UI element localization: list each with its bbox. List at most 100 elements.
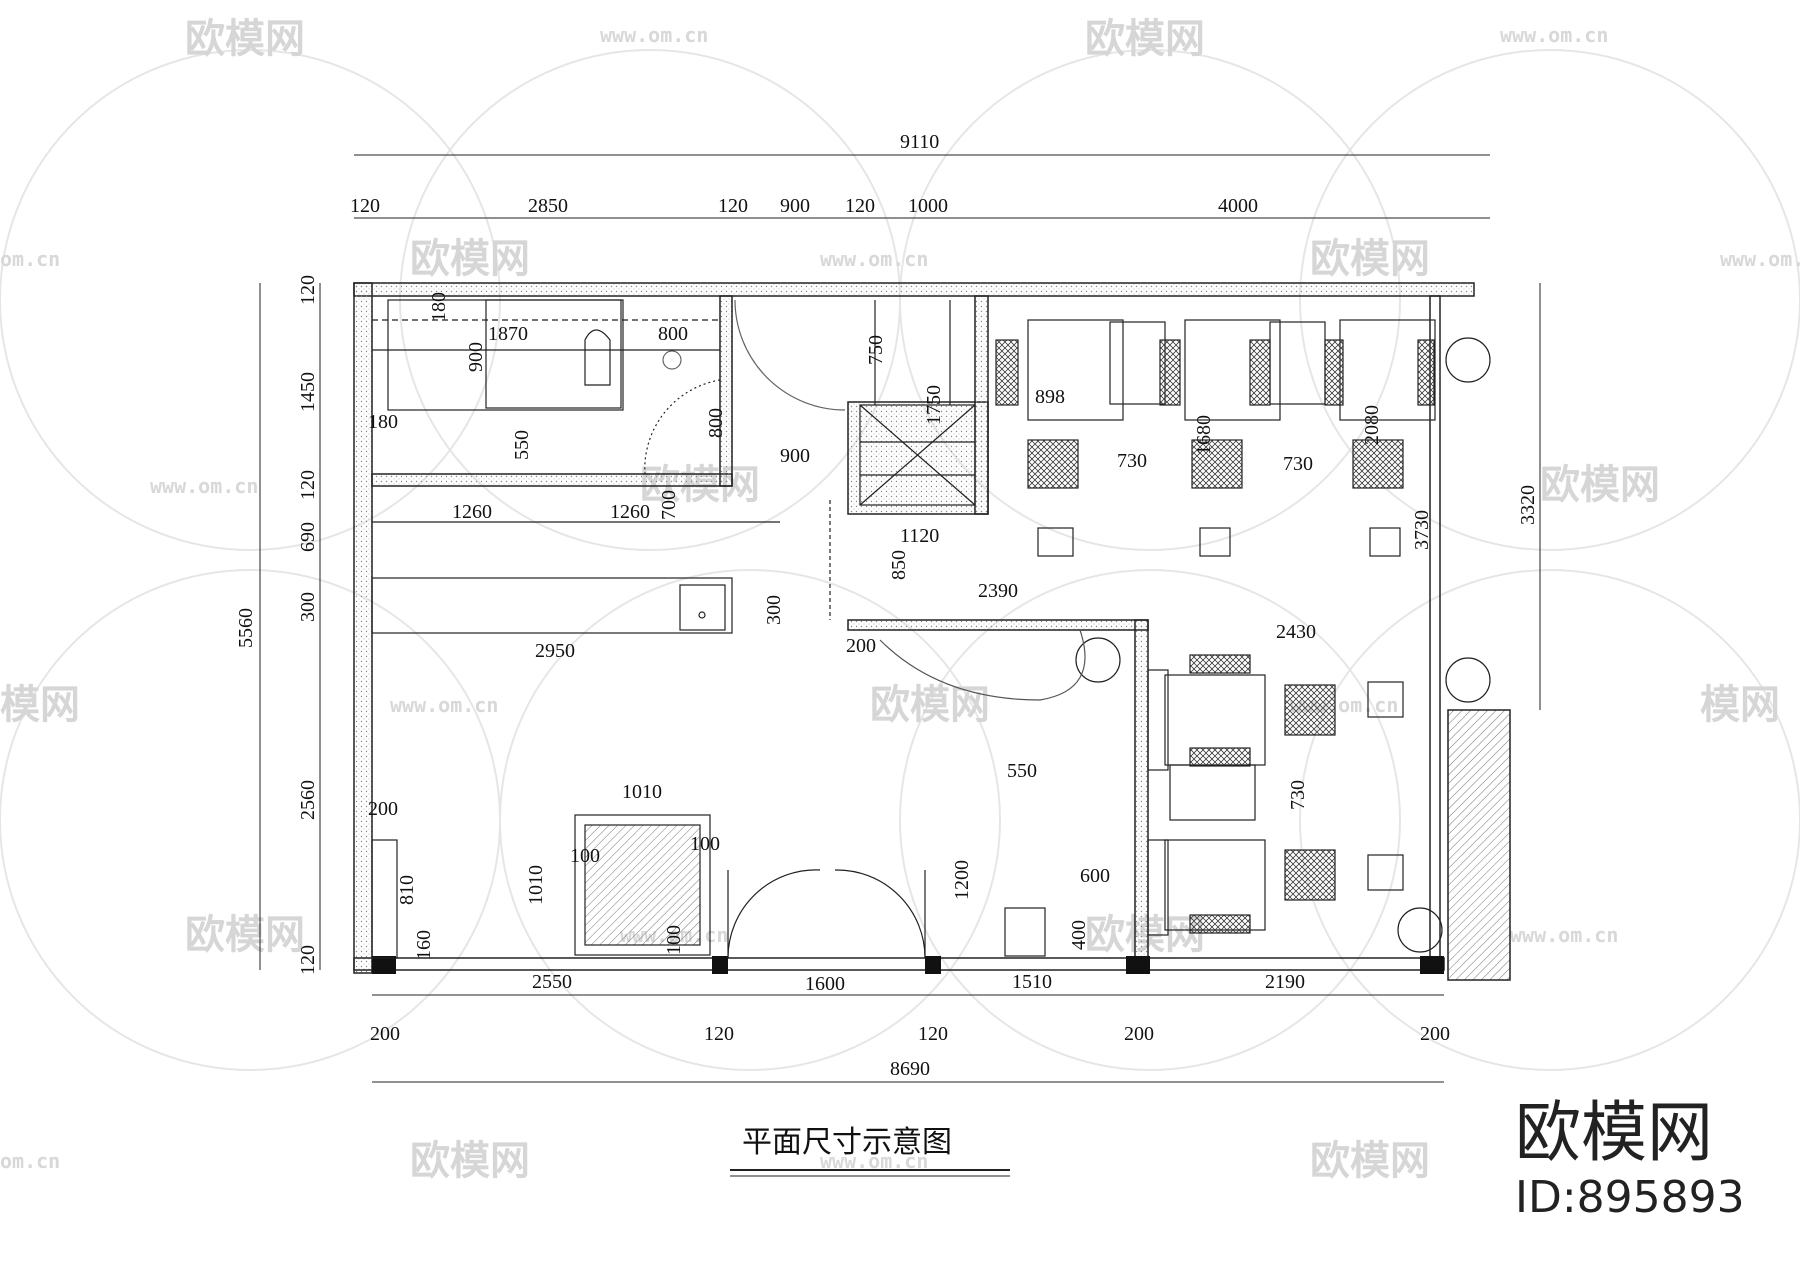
dim-bottom-wall: 120 [704,1023,734,1045]
svg-text:1680: 1680 [1193,415,1215,455]
svg-text:900: 900 [465,342,487,372]
svg-text:100: 100 [570,845,600,867]
stool [1189,914,1251,934]
dim-left-overall: 5560 [235,608,257,648]
wall-bath-lower [371,473,733,487]
svg-text:3730: 3730 [1411,510,1433,550]
svg-text:1010: 1010 [622,781,662,803]
bathtub [387,299,624,411]
dim-top: 900 [780,195,810,217]
chair [1159,339,1181,406]
dim-top: 120 [845,195,875,217]
svg-text:2080: 2080 [1361,405,1383,445]
svg-text:200: 200 [368,798,398,820]
svg-text:900: 900 [780,445,810,467]
svg-text:200: 200 [846,635,876,657]
svg-text:730: 730 [1283,453,1313,475]
svg-text:300: 300 [763,595,785,625]
svg-text:550: 550 [1007,760,1037,782]
drain [662,350,682,370]
walls [353,282,1511,981]
watermark-brand: 欧模网 [870,682,990,728]
dim-top: 1000 [908,195,948,217]
toilet [584,329,611,386]
watermark-brand: 欧模网 [1310,236,1430,282]
plant-icon [1075,637,1121,683]
watermark-layer: 欧模网 www.om.cn 欧模网 www.om.cn om.cn 欧模网 ww… [0,16,1800,1184]
dim-left: 300 [297,592,319,622]
svg-text:1120: 1120 [900,525,939,547]
dim-right: 3320 [1517,485,1539,525]
dim-bottom: 2190 [1265,971,1305,993]
svg-text:180: 180 [368,411,398,433]
column [1420,956,1444,974]
column [712,956,728,974]
chair [1249,339,1271,406]
svg-text:160: 160 [413,930,435,960]
svg-text:750: 750 [865,335,887,365]
counter [371,577,733,634]
watermark-url: www.om.cn [150,474,258,498]
dim-overall-bottom: 8690 [890,1058,930,1080]
svg-text:1870: 1870 [488,323,528,345]
dimension-lines [259,154,1541,1177]
tea-set [1109,321,1166,405]
stool [1284,849,1336,901]
watermark-url: om.cn [0,247,60,271]
watermark-url: www.om.cn [1510,923,1618,947]
svg-text:100: 100 [690,833,720,855]
dim-bottom: 1510 [1012,971,1052,993]
svg-text:600: 600 [1080,865,1110,887]
bathtub-inner [485,299,622,409]
dim-bottom-wall: 200 [1420,1023,1450,1045]
dim-left: 690 [297,522,319,552]
watermark-brand: 欧模网 [410,1138,530,1184]
dim-top: 120 [350,195,380,217]
svg-text:850: 850 [888,550,910,580]
svg-text:800: 800 [705,408,727,438]
wall-bath-right [719,295,733,487]
svg-text:2950: 2950 [535,640,575,662]
brand-logo-text: 欧模网 [1515,1094,1713,1171]
stair [859,404,976,506]
dim-bottom-wall: 200 [370,1023,400,1045]
watermark-url: www.om.cn [600,23,708,47]
svg-text:730: 730 [1117,450,1147,472]
entry-ramp [1447,709,1511,981]
svg-text:2390: 2390 [978,580,1018,602]
tea-set [1169,764,1256,821]
svg-text:810: 810 [396,875,418,905]
watermark-url: www.om.cn [1720,247,1800,271]
column [1126,956,1150,974]
door-swing-upper [734,299,846,411]
watermark-brand: 欧模网 [185,16,305,62]
svg-text:1010: 1010 [525,865,547,905]
watermark-url: www.om.cn [820,247,928,271]
svg-text:1260: 1260 [610,501,650,523]
watermark-brand: 欧模网 [1310,1138,1430,1184]
plan-title: 平面尺寸示意图 [742,1125,952,1160]
planter [879,629,1086,701]
svg-text:898: 898 [1035,386,1065,408]
dim-bottom: 2550 [532,971,572,993]
svg-text:800: 800 [658,323,688,345]
dim-overall-top: 9110 [900,131,939,153]
watermark-brand: 欧模网 [410,236,530,282]
door-swing-right [834,869,926,959]
svg-text:730: 730 [1287,780,1309,810]
cabinet [371,839,398,959]
wall-mid [847,619,1149,631]
dim-left: 120 [297,275,319,305]
wall-top [353,282,1475,297]
svg-text:180: 180 [428,292,450,322]
column [372,956,396,974]
wall-partition [1134,619,1149,961]
watermark-url: om.cn [0,1149,60,1173]
tea-table-outer [574,814,711,956]
columns [372,956,1444,974]
svg-text:2430: 2430 [1276,621,1316,643]
table [1027,319,1124,421]
watermark-brand: 欧模网 [185,912,305,958]
dim-top: 2850 [528,195,568,217]
